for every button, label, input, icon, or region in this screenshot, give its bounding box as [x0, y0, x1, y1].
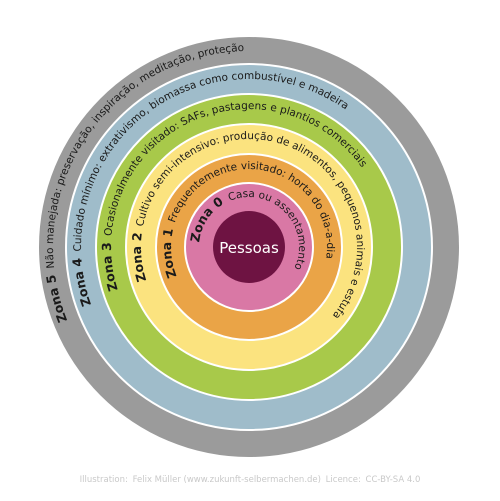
credit-illustration-label: Illustration: [79, 475, 128, 485]
credit-licence-label: Licence: [325, 475, 361, 485]
center-label: Pessoas [219, 239, 279, 257]
credit-licence: CC-BY-SA 4.0 [365, 475, 421, 485]
credit-line: Illustration: Felix Müller (www.zukunft-… [0, 475, 500, 485]
credit-author: Felix Müller (www.zukunft-selbermachen.d… [132, 475, 321, 485]
center-circle [213, 211, 285, 283]
